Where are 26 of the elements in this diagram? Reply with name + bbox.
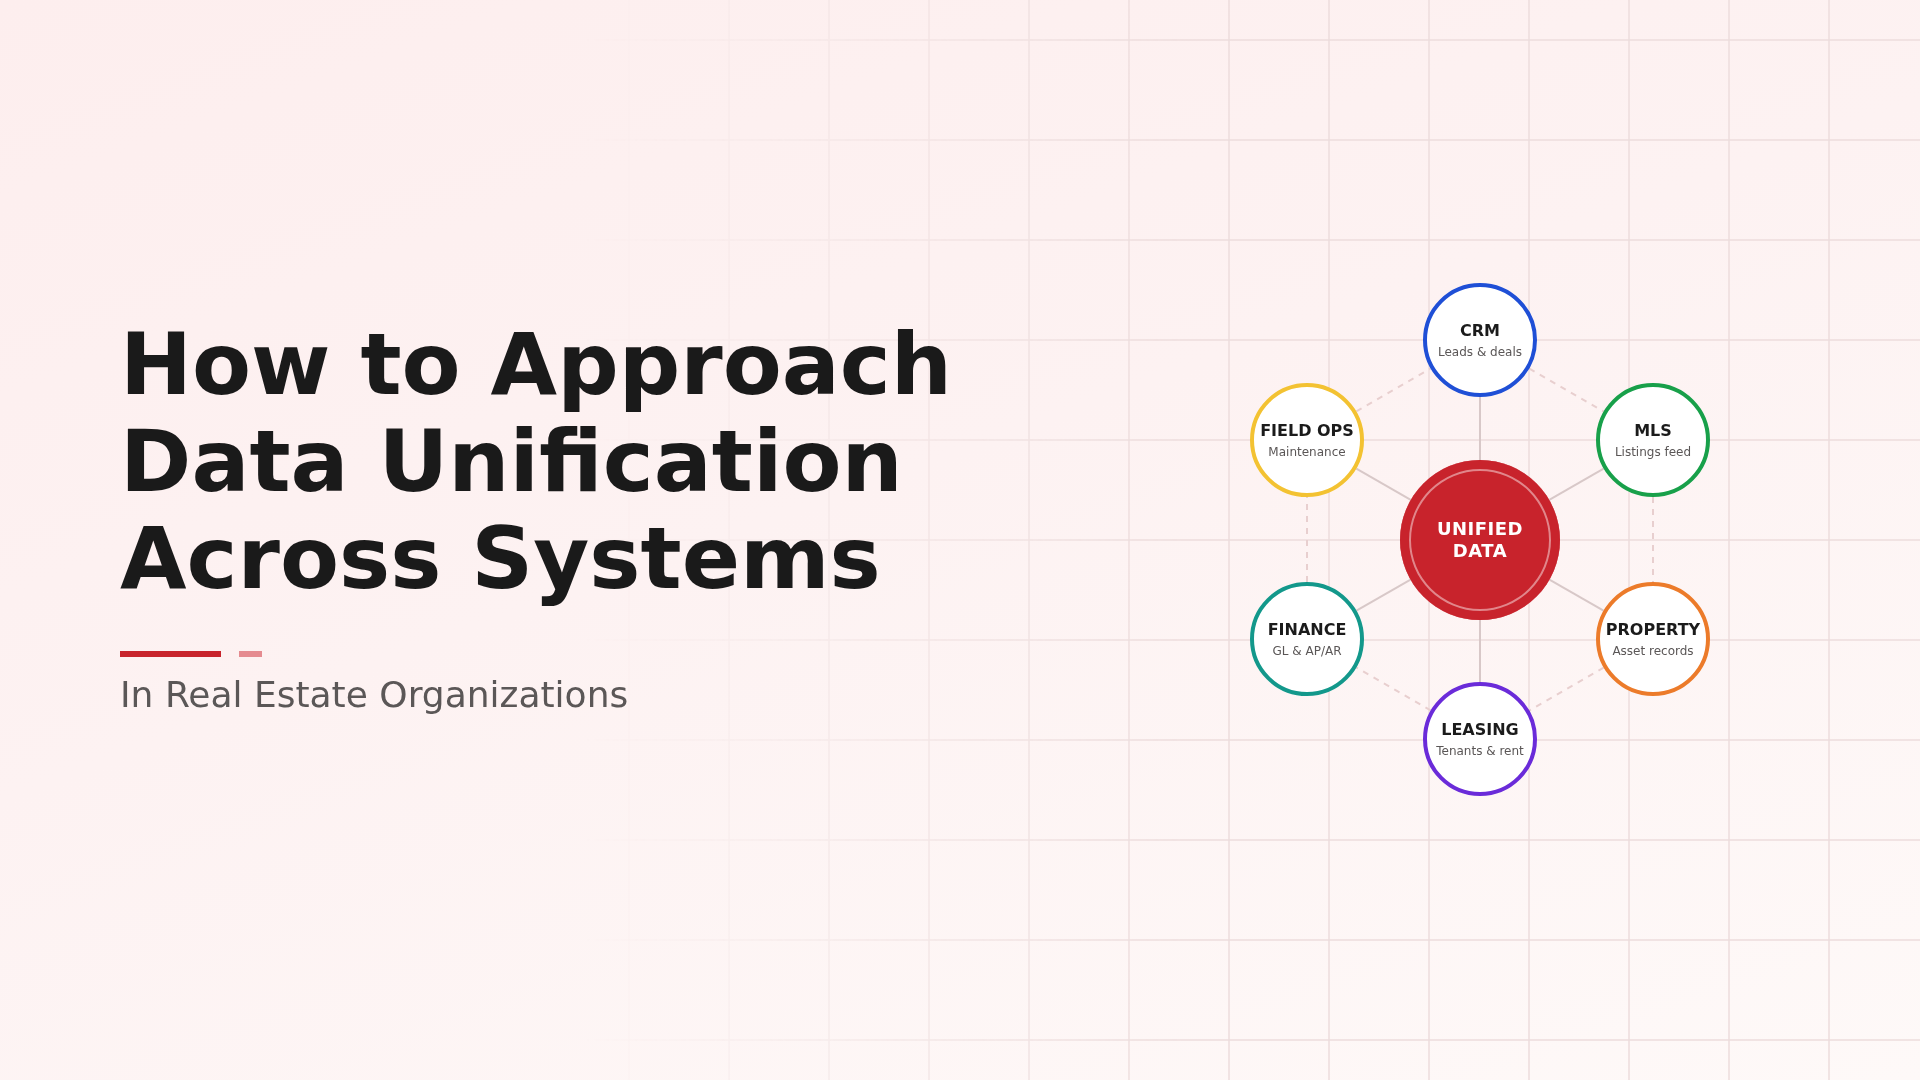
node-title: CRM — [1460, 320, 1500, 341]
dashed-connector — [1528, 666, 1605, 712]
node-subtitle: Listings feed — [1614, 443, 1692, 460]
subtitle: In Real Estate Organizations — [120, 673, 629, 717]
connector-line — [1355, 578, 1412, 612]
node-subtitle: Maintenance — [1268, 443, 1346, 460]
node-title: FIELD OPS — [1260, 420, 1354, 441]
dashed-connector — [1528, 367, 1605, 413]
node-subtitle: GL & AP/AR — [1272, 642, 1342, 659]
connector-line — [1355, 467, 1412, 501]
node-title: PROPERTY — [1605, 619, 1701, 640]
node-title: MLS — [1634, 420, 1672, 441]
node-title: LEASING — [1441, 719, 1519, 740]
connector-line — [1548, 467, 1605, 501]
node-subtitle: Asset records — [1612, 642, 1694, 659]
hub-label: UNIFIED DATA — [1435, 518, 1525, 562]
dashed-connector — [1355, 666, 1432, 712]
node-subtitle: Tenants & rent — [1436, 742, 1524, 759]
connector-line — [1548, 578, 1605, 612]
node-title: FINANCE — [1267, 619, 1347, 640]
connector-line — [1479, 619, 1481, 683]
title: How to Approach Data Unification Across Systems — [120, 316, 953, 607]
connector-line — [1479, 396, 1481, 461]
node-subtitle: Leads & deals — [1438, 343, 1522, 360]
dashed-connector — [1652, 496, 1654, 583]
dashed-connector — [1355, 367, 1432, 413]
